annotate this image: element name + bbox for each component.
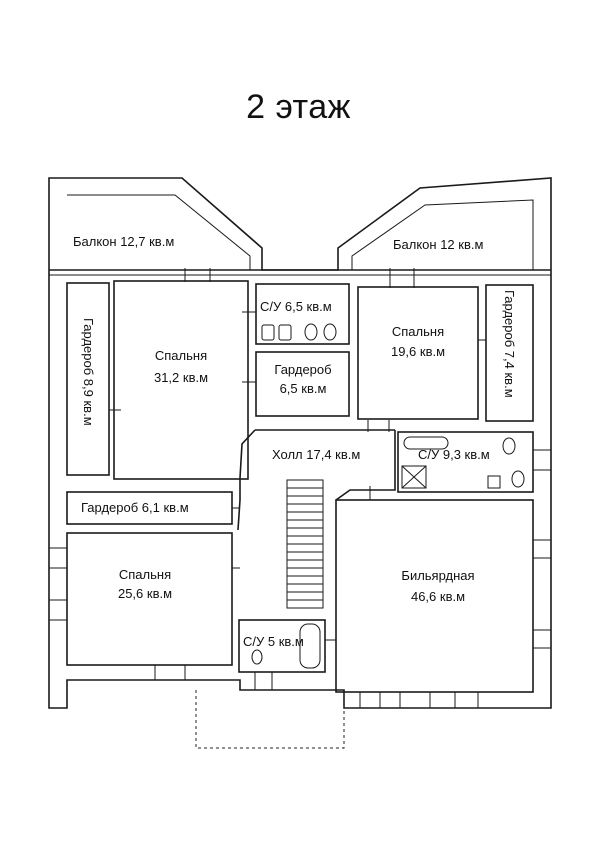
bathroom-top-box [255, 283, 350, 345]
bathtub-icon [299, 623, 321, 669]
bedroom-2-name: Спальня [392, 324, 444, 339]
billiard-box [335, 499, 534, 693]
wardrobe-center-name: Гардероб [274, 362, 331, 377]
bathroom-right-label: С/У 9,3 кв.м [418, 447, 490, 462]
outer-wall-inner [67, 194, 534, 270]
stair-steps [287, 487, 323, 601]
terrace-outline [195, 690, 345, 749]
bedroom-2-box [357, 286, 479, 420]
wardrobe-left-box [66, 282, 110, 476]
hall-walls [237, 429, 396, 531]
wardrobe-bottom-label: Гардероб 6,1 кв.м [81, 500, 189, 515]
sink-icon [261, 324, 275, 341]
billiard-area: 46,6 кв.м [411, 589, 465, 604]
wardrobe-center-area: 6,5 кв.м [280, 381, 327, 396]
sink-icon [487, 475, 501, 489]
toilet-icon [323, 323, 337, 341]
toilet-icon [502, 437, 516, 455]
outer-wall [48, 177, 552, 709]
bedroom-1-box [113, 280, 249, 480]
wardrobe-center-box [255, 351, 350, 417]
floor-title: 2 этаж [246, 88, 351, 126]
wardrobe-left-label: Гардероб 8,9 кв.м [81, 318, 96, 426]
windows [49, 268, 551, 708]
wardrobe-right-box [485, 284, 534, 422]
toilet-icon [304, 323, 318, 341]
bedroom-3-area: 25,6 кв.м [118, 586, 172, 601]
balcony-left-label: Балкон 12,7 кв.м [73, 234, 174, 249]
toilet-icon [511, 470, 525, 488]
hall-label: Холл 17,4 кв.м [272, 447, 360, 462]
shower-icon [401, 465, 427, 489]
bedroom-1-name: Спальня [155, 348, 207, 363]
balcony-right-label: Балкон 12 кв.м [393, 237, 483, 252]
bedroom-1-area: 31,2 кв.м [154, 370, 208, 385]
sink-icon [278, 324, 292, 341]
door-marks [109, 311, 486, 641]
bedroom-2-area: 19,6 кв.м [391, 344, 445, 359]
toilet-icon [251, 649, 263, 665]
bathroom-small-box [238, 619, 326, 673]
bathroom-small-label: С/У 5 кв.м [243, 634, 304, 649]
bedroom-3-name: Спальня [119, 567, 171, 582]
shower-icon [401, 465, 427, 489]
bathroom-top-label: С/У 6,5 кв.м [260, 299, 332, 314]
bathroom-right-box [397, 431, 534, 493]
wardrobe-right-label: Гардероб 7,4 кв.м [502, 290, 517, 398]
bathtub-icon [403, 436, 449, 450]
bedroom-3-box [66, 532, 233, 666]
billiard-name: Бильярдная [401, 568, 474, 583]
